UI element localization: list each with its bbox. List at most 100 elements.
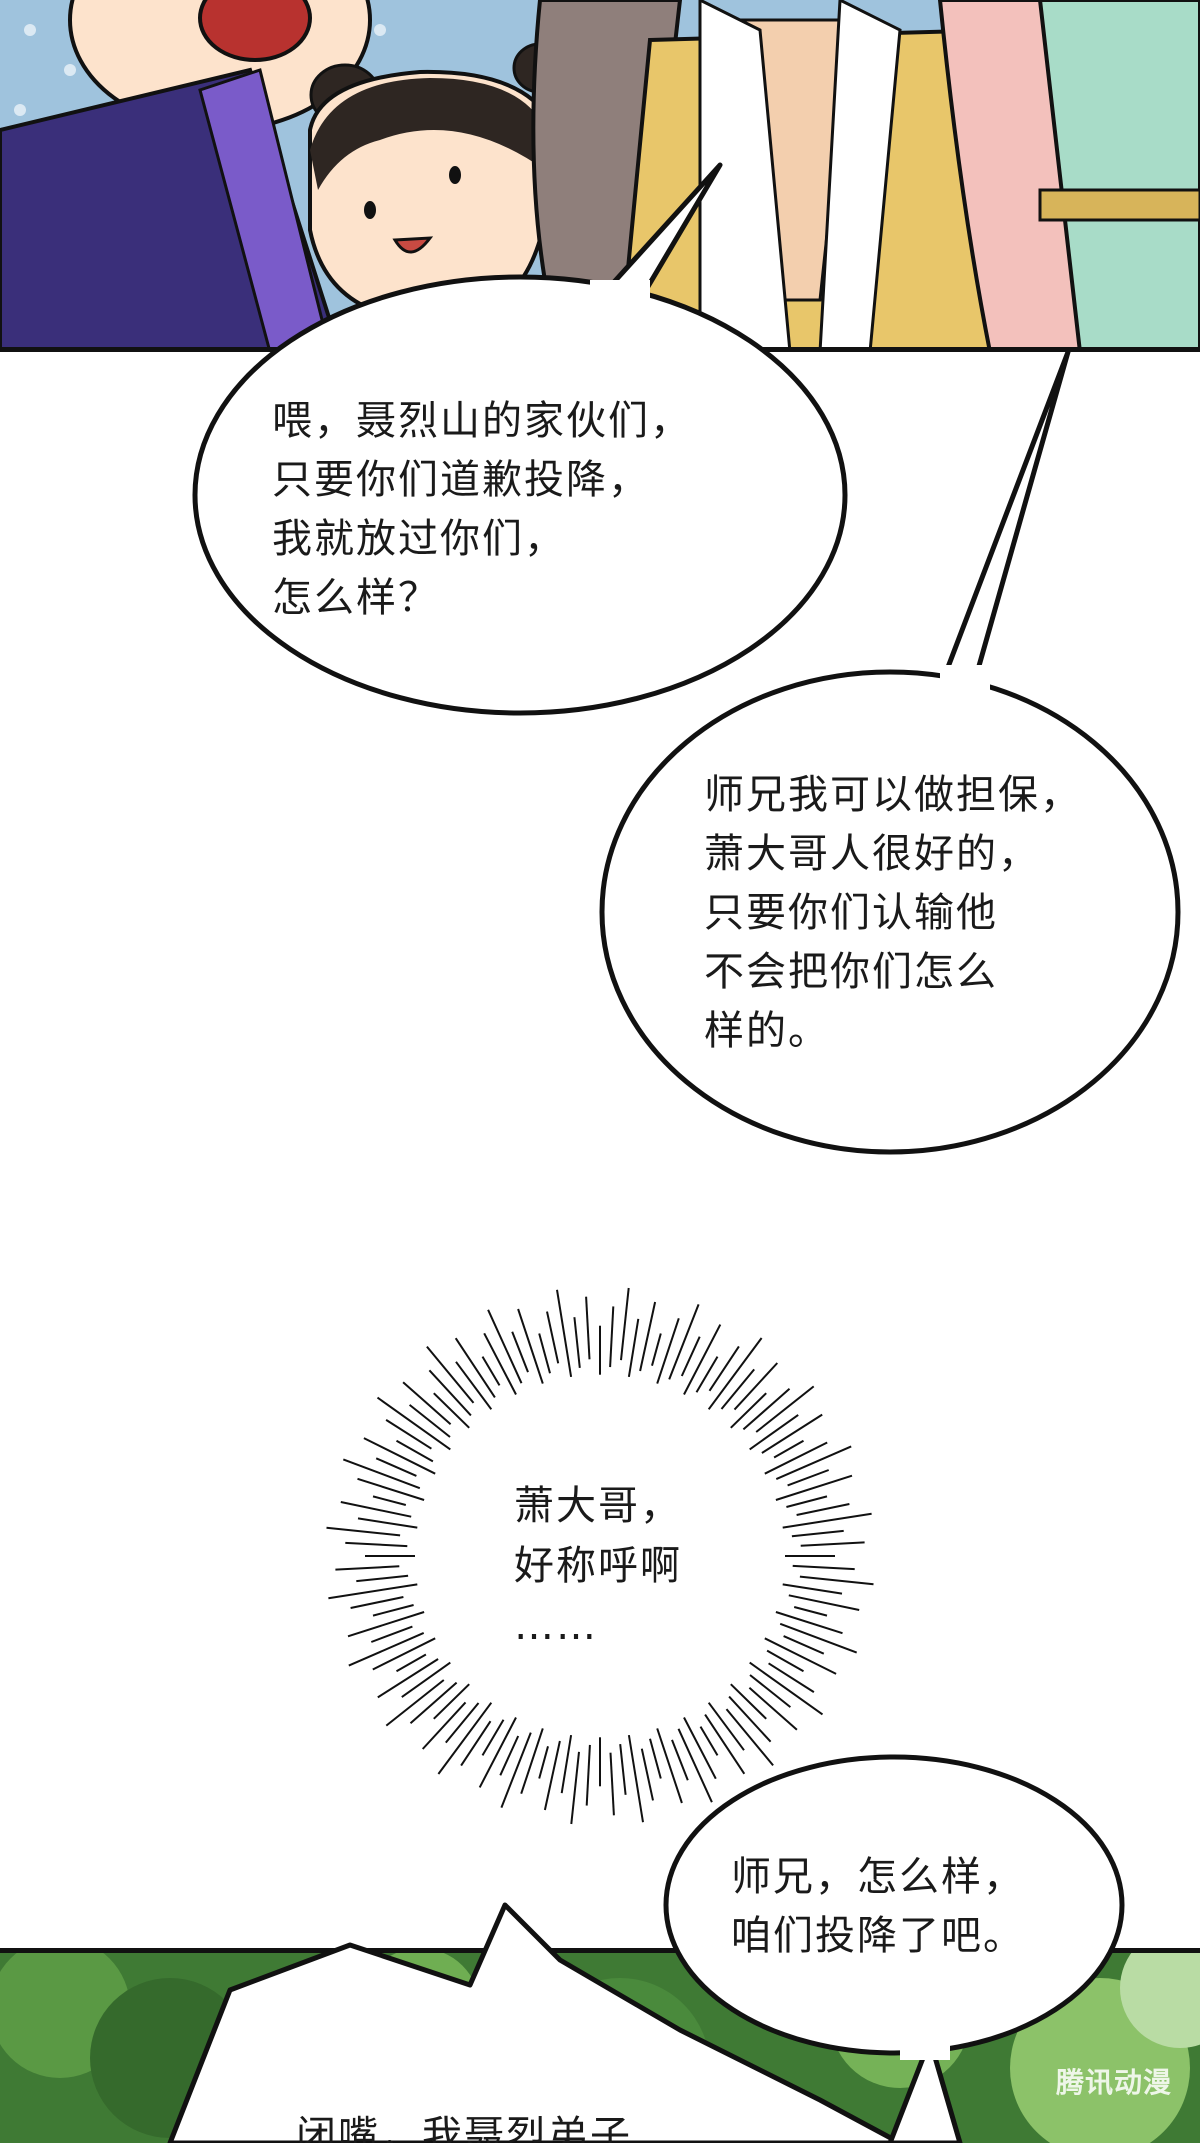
burst-line [556, 1289, 573, 1378]
burst-line [460, 1720, 492, 1767]
bubble-4-text: 闭嘴，我聂烈弟子 [296, 2113, 632, 2143]
panel-border [0, 1948, 1200, 1953]
burst-line [730, 1683, 767, 1720]
burst-line [570, 1751, 580, 1825]
burst-line [707, 1337, 763, 1410]
burst-line [335, 1565, 400, 1571]
burst-line [326, 1526, 401, 1537]
burst-line [649, 1738, 662, 1779]
burst-line [695, 1356, 719, 1393]
burst-line [372, 1637, 436, 1671]
burst-line [699, 1726, 719, 1756]
burst-line [787, 1469, 830, 1487]
burst-line [437, 1702, 493, 1775]
burst-line [749, 1414, 799, 1451]
burst-line [454, 1337, 496, 1398]
bubble-3-text: 师兄，怎么样， 咱们投降了吧。 [731, 1854, 1025, 1959]
burst-line [730, 1392, 767, 1429]
burst-line [342, 1458, 421, 1490]
bubble-4-outline [167, 1902, 903, 2143]
top-art-panel [0, 0, 1200, 352]
burst-line [538, 1746, 549, 1779]
burst-line [725, 1708, 774, 1767]
burst-line [782, 1583, 843, 1595]
burst-line [627, 1734, 644, 1823]
burst-line [707, 1702, 745, 1751]
burst-line [409, 1681, 458, 1724]
burst-line [782, 1512, 872, 1529]
bubble-3-outline [663, 1754, 1125, 2056]
burst-line [357, 1477, 425, 1501]
burst-line [375, 1457, 417, 1477]
burst-line [768, 1662, 815, 1693]
burst-line [773, 1439, 804, 1459]
burst-line [499, 1735, 520, 1776]
burst-line [620, 1287, 630, 1361]
burst-line [445, 1702, 480, 1744]
burst-line [708, 1345, 740, 1392]
thought-burst [326, 1287, 874, 1825]
burst-line [800, 1541, 865, 1547]
burst-line [668, 1304, 700, 1380]
burst-line [651, 1333, 662, 1366]
burst-line [520, 1728, 544, 1795]
burst-line [356, 1574, 409, 1583]
burst-line [609, 1752, 615, 1816]
burst-line [656, 1317, 680, 1384]
burst-line [478, 1717, 517, 1788]
burst-line [396, 1439, 434, 1463]
burst-line [799, 1575, 874, 1586]
burst-line [372, 1495, 407, 1506]
burst-line [786, 1495, 828, 1508]
burst-line [421, 1701, 467, 1750]
characters-illustration [0, 0, 1200, 352]
thought-burst-text: 萧大哥， 好称呼啊 …… [514, 1483, 682, 1649]
burst-line [560, 1734, 573, 1794]
burst-line [385, 1419, 432, 1450]
burst-line [376, 1396, 451, 1451]
bubble-2-tail [942, 349, 1071, 683]
burst-line [671, 1739, 689, 1781]
burst-line [377, 1658, 439, 1699]
burst-line [704, 1714, 746, 1775]
burst-line [779, 1622, 858, 1654]
burst-line [500, 1732, 532, 1808]
burst-line [755, 1385, 815, 1433]
burst-line [385, 1679, 445, 1727]
burst-line [483, 1332, 517, 1395]
burst-line [396, 1653, 427, 1673]
burst-line [683, 1324, 722, 1395]
burst-line [481, 1356, 501, 1386]
burst-line [761, 1413, 823, 1454]
burst-line [793, 1606, 828, 1617]
burst-line [680, 1336, 701, 1377]
burst-line [543, 1740, 561, 1811]
burst-line [538, 1333, 551, 1374]
burst-line [487, 1309, 523, 1384]
burst-line [585, 1296, 591, 1360]
burst-line [426, 1345, 475, 1404]
burst-line [749, 1661, 824, 1716]
burst-line [372, 1604, 414, 1617]
burst-line [546, 1311, 560, 1364]
burst-line [748, 1687, 798, 1731]
burst-line [656, 1728, 683, 1804]
burst-line [348, 1631, 425, 1667]
burst-line [357, 1517, 418, 1529]
burst-line [347, 1611, 425, 1638]
bubble-1-tail [602, 162, 723, 303]
burst-line [742, 1388, 791, 1431]
burst-line [455, 1361, 493, 1410]
burst-line [764, 1637, 837, 1675]
burst-line [401, 1661, 451, 1698]
burst-line [627, 1318, 640, 1378]
burst-line [796, 1503, 850, 1516]
burst-line [328, 1583, 418, 1600]
burst-line [677, 1728, 713, 1803]
burst-line [788, 1594, 860, 1611]
burst-line [433, 1392, 470, 1429]
bubble-2-outline [599, 669, 1181, 1155]
burst-line [350, 1596, 404, 1609]
